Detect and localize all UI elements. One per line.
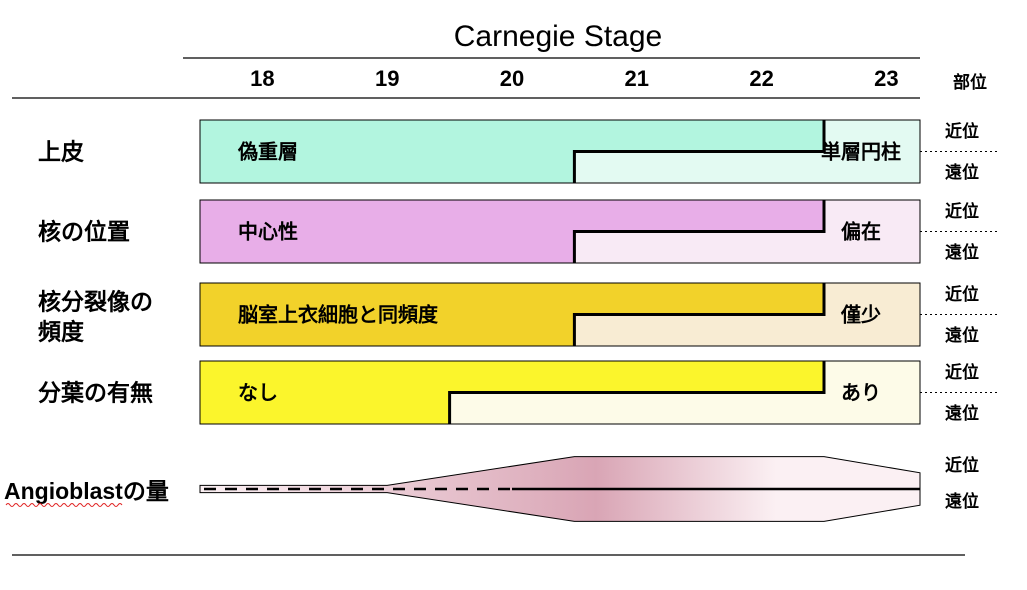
- mature-state-label: 僅少: [840, 303, 881, 327]
- transition-line: [572, 200, 826, 263]
- stage-label-22: 22: [749, 66, 773, 91]
- row-label: 核の位置: [38, 219, 130, 246]
- stage-label-19: 19: [375, 66, 399, 91]
- mature-state-label: 偏在: [841, 220, 881, 244]
- row-immature-area: [200, 200, 824, 263]
- distal-label: 遠位: [945, 491, 979, 512]
- stage-label-20: 20: [500, 66, 524, 91]
- mature-state-label: 単層円柱: [821, 140, 901, 164]
- immature-state-label: 中心性: [238, 220, 298, 244]
- proximal-label: 近位: [945, 121, 979, 142]
- row-label: 分葉の有無: [38, 380, 153, 407]
- distal-label: 遠位: [945, 403, 979, 424]
- stage-labels: 18 19 20 21 22 23: [250, 66, 898, 91]
- proximal-label: 近位: [945, 284, 979, 305]
- stage-label-18: 18: [250, 66, 274, 91]
- row-immature-area: [200, 283, 824, 346]
- stage-label-23: 23: [874, 66, 898, 91]
- immature-state-label: 偽重層: [237, 140, 298, 164]
- position-header: 部位: [953, 72, 987, 93]
- distal-label: 遠位: [945, 242, 979, 263]
- transition-line: [572, 283, 826, 346]
- distal-label: 遠位: [945, 325, 979, 346]
- row-label: 核分裂像の: [38, 289, 153, 316]
- transition-line: [448, 361, 826, 424]
- row-label: 頻度: [38, 319, 85, 346]
- proximal-label: 近位: [945, 362, 979, 383]
- mature-state-label: あり: [841, 381, 881, 405]
- rows: 上皮偽重層単層円柱近位遠位核の位置中心性偏在近位遠位核分裂像の頻度脳室上衣細胞と…: [38, 119, 1000, 425]
- angioblast-label: Angioblastの量: [4, 478, 169, 504]
- distal-label: 遠位: [945, 162, 979, 183]
- proximal-label: 近位: [945, 201, 979, 222]
- spellcheck-underline: [5, 503, 123, 507]
- row-label: 上皮: [38, 140, 84, 166]
- proximal-label: 近位: [945, 455, 979, 476]
- transition-line: [572, 120, 826, 183]
- stage-label-21: 21: [625, 66, 649, 91]
- chart-title: Carnegie Stage: [454, 20, 662, 53]
- immature-state-label: なし: [238, 381, 278, 405]
- immature-state-label: 脳室上衣細胞と同頻度: [237, 303, 439, 327]
- row-immature-area: [200, 120, 824, 183]
